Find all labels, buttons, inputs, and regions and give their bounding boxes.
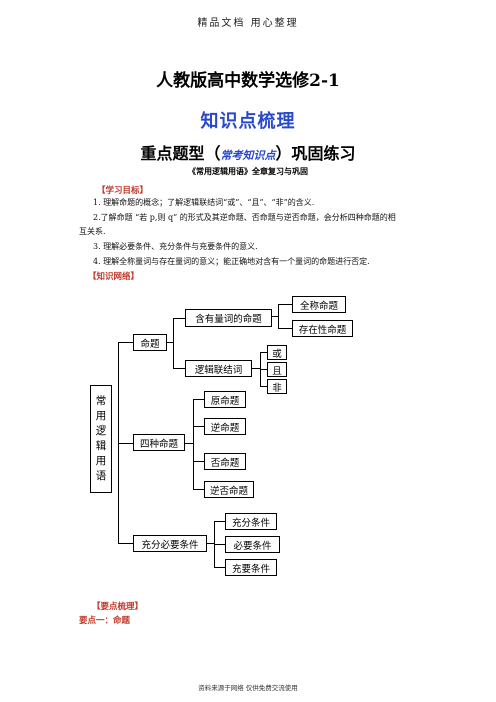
- node-inverse: 否命题: [204, 453, 246, 470]
- goal-4: 4. 理解全称量词与存在量词的意义；能正确地对含有一个量词的命题进行否定.: [93, 257, 370, 266]
- node-universal: 全称命题: [292, 296, 346, 313]
- heading: 重点题型（常考知识点）巩固练习: [0, 140, 496, 164]
- goal-3: 3. 理解必要条件、充分条件与充要条件的意义.: [93, 242, 258, 251]
- key-points-title: 【要点梳理】: [92, 602, 144, 612]
- page-subtitle: 知识点梳理: [200, 111, 296, 132]
- node-original: 原命题: [204, 391, 246, 408]
- chapter-title: 《常用逻辑用语》全章复习与巩固: [188, 166, 308, 176]
- goal-2-cont: 互关系.: [79, 227, 106, 236]
- page-title: 人教版高中数学选修2-1: [156, 71, 340, 91]
- node-proposition: 命题: [133, 334, 167, 351]
- heading-suffix: ）巩固练习: [275, 144, 356, 163]
- node-and: 且: [267, 362, 287, 377]
- node-necessary: 必要条件: [225, 536, 280, 553]
- heading-prefix: 重点题型（: [140, 144, 221, 163]
- node-existential: 存在性命题: [292, 320, 353, 337]
- node-converse: 逆命题: [204, 418, 246, 435]
- root-box: 常用逻辑用语: [90, 385, 112, 493]
- node-or: 或: [267, 345, 287, 360]
- node-contrapositive: 逆否命题: [204, 481, 254, 498]
- network-title: 【知识网络】: [88, 272, 140, 282]
- heading-accent: 常考知识点: [220, 149, 276, 162]
- goal-2: 2.了解命题 “若 p,则 q” 的形式及其逆命题、否命题与逆否命题，会分析四种…: [93, 213, 396, 222]
- node-condition: 充分必要条件: [133, 535, 207, 552]
- node-connective: 逻辑联结词: [185, 360, 252, 377]
- node-quantifier: 含有量词的命题: [185, 309, 272, 327]
- key-point-1: 要点一：命题: [79, 616, 131, 626]
- node-not: 非: [267, 379, 287, 394]
- node-four-propositions: 四种命题: [133, 434, 185, 451]
- page-footer: 资料来源于网络 仅供免费交流使用: [198, 684, 298, 692]
- goals-title: 【学习目标】: [97, 186, 149, 196]
- goal-1: 1. 理解命题的概念；了解逻辑联结词“或”、“且”、“非”的含义.: [93, 198, 315, 207]
- node-iff: 充要条件: [225, 559, 277, 576]
- page-header: 精品文档 用心整理: [197, 18, 299, 29]
- node-sufficient: 充分条件: [225, 513, 277, 530]
